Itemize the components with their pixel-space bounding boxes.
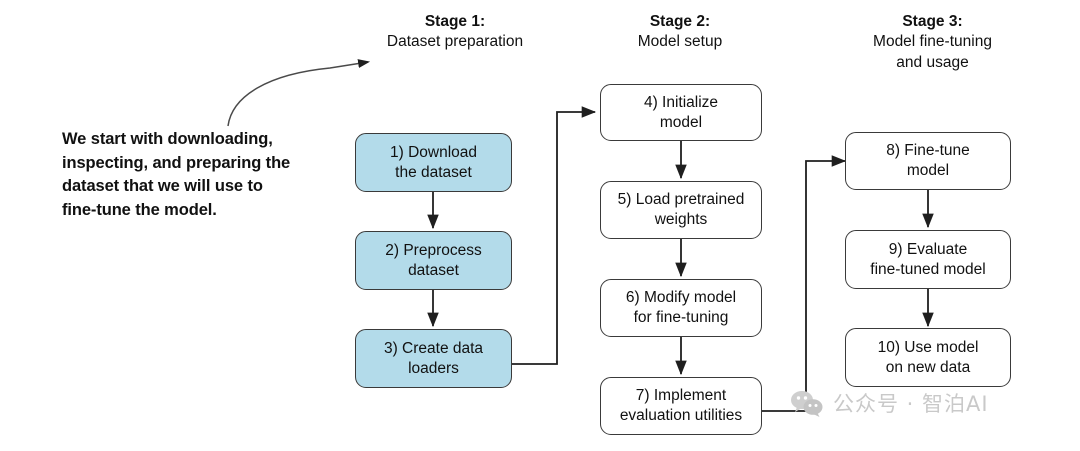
stage-2-heading-line2: Model setup <box>637 33 723 51</box>
step-box-6-line2: for fine-tuning <box>633 309 729 326</box>
step-box-4-line2: model <box>659 113 703 131</box>
annotation-line-4: fine-tune the model. <box>62 200 217 219</box>
stage-3-heading-line2: Model fine-tuning <box>873 33 992 51</box>
step-box-10-line2: on new data <box>885 358 971 376</box>
step-box-4-line1: 4) Initialize <box>643 93 719 111</box>
step-box-4-label: 4) Initialize model <box>638 93 724 133</box>
watermark-text: 公众号 · 智泊AI <box>833 392 989 416</box>
step-box-5-label: 5) Load pretrained weights <box>612 190 751 230</box>
annotation-text: We start with downloading, inspecting, a… <box>62 128 352 222</box>
step-box-9-label: 9) Evaluate fine-tuned model <box>864 240 991 280</box>
stage-1-heading-line1: Stage 1: <box>424 13 486 30</box>
stage-3-heading-line1: Stage 3: <box>902 13 963 30</box>
connector-annotation-to-stage1 <box>227 59 371 127</box>
stage-3-heading: Stage 3: Model fine-tuning and usage <box>845 12 1020 73</box>
wechat-icon <box>790 389 824 417</box>
annotation-line-1: We start with downloading, <box>62 130 273 148</box>
step-box-2-label: 2) Preprocess dataset <box>379 241 487 281</box>
stage-1-heading-line2: Dataset preparation <box>386 33 524 51</box>
step-box-6-line1: 6) Modify model <box>625 289 737 307</box>
step-box-5-line2: weights <box>654 211 708 228</box>
step-box-1-line1: 1) Download <box>389 143 478 161</box>
step-box-8-label: 8) Fine-tune model <box>880 141 976 181</box>
step-box-6[interactable]: 6) Modify model for fine-tuning <box>600 279 762 337</box>
step-box-2-line2: dataset <box>408 261 459 279</box>
watermark: 公众号 · 智泊AI <box>790 388 989 418</box>
step-box-2-line1: 2) Preprocess <box>385 241 482 259</box>
step-box-5-line1: 5) Load pretrained <box>617 191 745 209</box>
step-box-3-line1: 3) Create data <box>383 339 484 357</box>
connector-7-to-8 <box>762 155 847 412</box>
step-box-8-line1: 8) Fine-tune <box>886 142 970 160</box>
step-box-3-label: 3) Create data loaders <box>378 339 489 379</box>
step-box-7[interactable]: 7) Implement evaluation utilities <box>600 377 762 435</box>
step-box-8-line2: model <box>906 162 950 179</box>
step-box-4[interactable]: 4) Initialize model <box>600 84 762 141</box>
step-box-1[interactable]: 1) Download the dataset <box>355 133 512 192</box>
step-box-7-line1: 7) Implement <box>635 387 727 405</box>
stage-3-heading-line3: and usage <box>896 53 969 71</box>
stage-1-heading: Stage 1: Dataset preparation <box>355 12 555 53</box>
step-box-9-line2: fine-tuned model <box>870 260 986 278</box>
annotation-line-3: dataset that we will use to <box>62 177 263 196</box>
step-box-7-label: 7) Implement evaluation utilities <box>614 386 748 426</box>
step-box-1-line2: the dataset <box>395 163 472 181</box>
step-box-7-line2: evaluation utilities <box>619 407 743 424</box>
step-box-10-line1: 10) Use model <box>877 338 979 356</box>
step-box-1-label: 1) Download the dataset <box>384 143 483 183</box>
step-box-9[interactable]: 9) Evaluate fine-tuned model <box>845 230 1011 289</box>
step-box-5[interactable]: 5) Load pretrained weights <box>600 181 762 239</box>
step-box-3[interactable]: 3) Create data loaders <box>355 329 512 388</box>
stage-2-heading-line1: Stage 2: <box>649 13 711 30</box>
step-box-10-label: 10) Use model on new data <box>872 338 985 378</box>
step-box-8[interactable]: 8) Fine-tune model <box>845 132 1011 190</box>
step-box-3-line2: loaders <box>408 359 459 377</box>
step-box-10[interactable]: 10) Use model on new data <box>845 328 1011 387</box>
step-box-9-line1: 9) Evaluate <box>888 240 968 258</box>
annotation-line-2: inspecting, and preparing the <box>62 153 291 172</box>
stage-2-heading: Stage 2: Model setup <box>600 12 760 53</box>
step-box-2[interactable]: 2) Preprocess dataset <box>355 231 512 290</box>
connector-3-to-4 <box>512 106 597 365</box>
step-box-6-label: 6) Modify model for fine-tuning <box>620 288 742 328</box>
